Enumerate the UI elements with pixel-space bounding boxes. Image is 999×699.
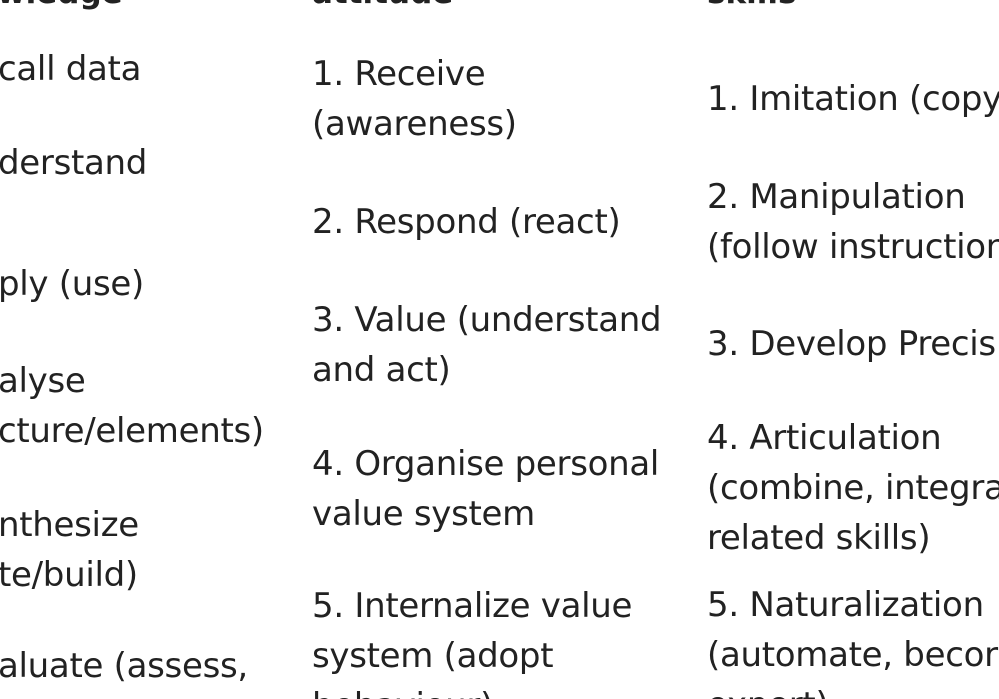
knowledge-item-1-line-1: call data: [0, 49, 142, 89]
skills-header: skills: [707, 0, 796, 13]
skills-item-4-line-1: 4. Articulation: [707, 418, 942, 458]
knowledge-item-4-line-1: alyse: [0, 361, 86, 401]
knowledge-item-5-line-2: te/build): [0, 555, 138, 595]
skills-item-2-line-2: (follow instruction: [707, 227, 999, 267]
knowledge-item-6-line-1: aluate (assess,: [0, 646, 248, 686]
skills-item-5-line-2: (automate, becor: [707, 635, 998, 675]
attitude-item-5-line-3: behaviour): [312, 681, 493, 699]
skills-item-3-line-1: 3. Develop Precisi: [707, 324, 999, 364]
attitude-item-5-line-1: 5. Internalize value: [312, 586, 633, 626]
knowledge-item-3-line-1: ply (use): [0, 264, 144, 304]
skills-item-2-line-1: 2. Manipulation: [707, 177, 966, 217]
knowledge-item-4-line-2: cture/elements): [0, 411, 264, 451]
skills-item-5-line-1: 5. Naturalization: [707, 585, 984, 625]
attitude-item-3-line-1: 3. Value (understand: [312, 300, 662, 340]
attitude-item-4-line-1: 4. Organise personal: [312, 444, 660, 484]
attitude-item-4-line-2: value system: [312, 494, 535, 534]
knowledge-header: wledge: [0, 0, 123, 13]
attitude-item-5-line-2: system (adopt: [312, 636, 554, 676]
skills-item-1-line-1: 1. Imitation (copy): [707, 79, 999, 119]
attitude-item-1-line-1: 1. Receive: [312, 54, 486, 94]
attitude-item-2-line-1: 2. Respond (react): [312, 202, 621, 242]
skills-item-4-line-3: related skills): [707, 518, 931, 558]
skills-item-5-line-3: expert): [707, 680, 829, 699]
skills-item-4-line-2: (combine, integra: [707, 468, 999, 508]
knowledge-item-2-line-1: derstand: [0, 143, 148, 183]
attitude-item-1-line-2: (awareness): [312, 104, 517, 144]
attitude-header: attitude: [312, 0, 453, 13]
knowledge-item-5-line-1: nthesize: [0, 505, 139, 545]
attitude-item-3-line-2: and act): [312, 350, 451, 390]
